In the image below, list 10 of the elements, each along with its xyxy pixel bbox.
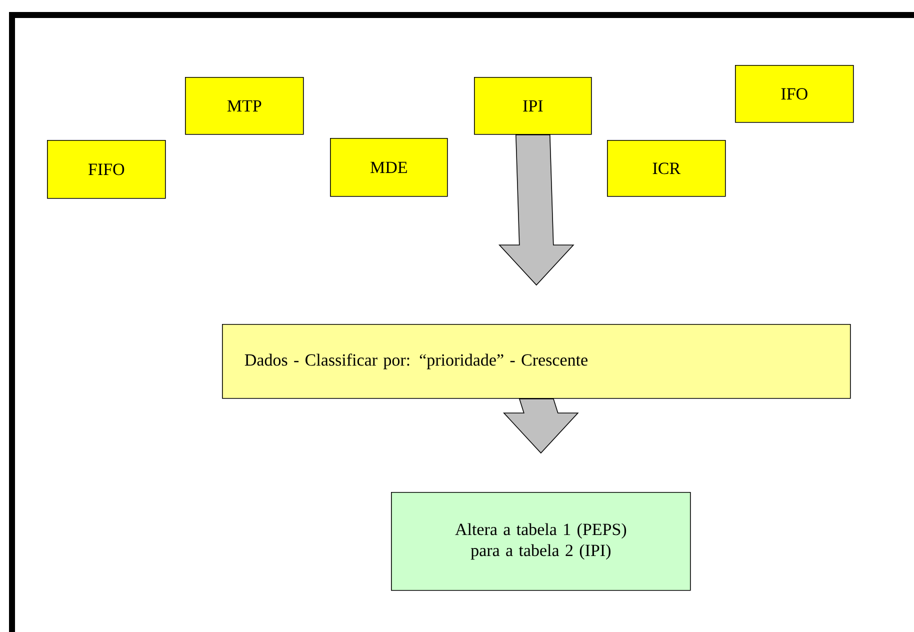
block-arrow (502, 398, 579, 454)
block-arrow (498, 134, 574, 286)
process-box: Dados - Classificar por: “prioridade” - Crescente (222, 324, 851, 399)
label-box: Altera a tabela 1 (PEPS) para a tabela 2 (IPI) (391, 492, 691, 591)
label-box: MTP (185, 77, 304, 135)
label-box: IFO (735, 65, 854, 123)
label-box: MDE (330, 138, 448, 197)
label-box: IPI (474, 77, 592, 135)
label-box: ICR (607, 140, 726, 197)
label-box: FIFO (47, 140, 166, 199)
